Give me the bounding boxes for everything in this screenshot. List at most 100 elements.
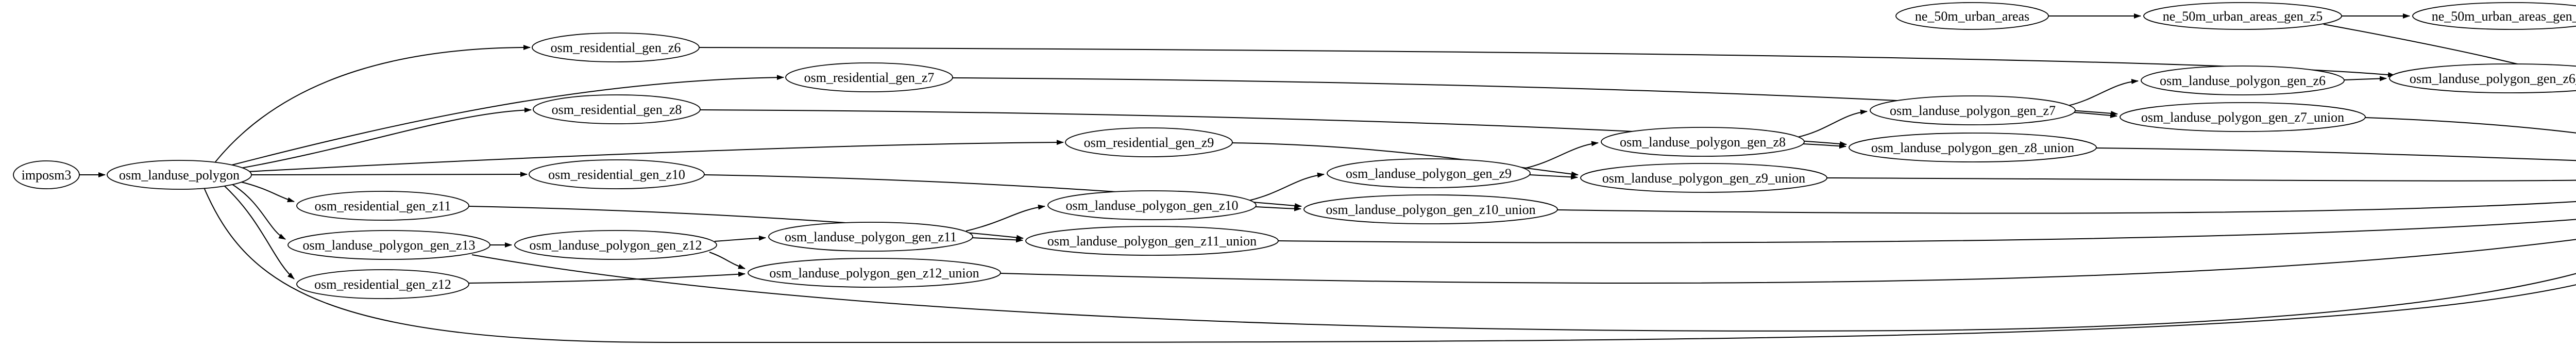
node-label-osm_residential_gen_z11: osm_residential_gen_z11 (315, 199, 451, 213)
node-label-osm_landuse_polygon_gen_z11_union: osm_landuse_polygon_gen_z11_union (1047, 234, 1257, 249)
node-ne_50m_urban_areas_gen_z5[interactable]: ne_50m_urban_areas_gen_z5 (2143, 2, 2342, 30)
node-ellipse-osm_residential_gen_z6 (532, 32, 700, 62)
node-ellipse-osm_landuse_polygon_gen_z10 (1047, 190, 1257, 220)
edge-osm_landuse_polygon_gen_z10-to-osm_landuse_polygon_gen_z9 (1248, 172, 1325, 201)
node-osm_residential_gen_z12[interactable]: osm_residential_gen_z12 (296, 269, 469, 299)
node-label-osm_landuse_polygon_gen_z10: osm_landuse_polygon_gen_z10 (1065, 198, 1238, 213)
edge-osm_landuse_polygon_gen_z9-to-osm_landuse_polygon_gen_z9_union (1529, 174, 1578, 180)
edge-osm_landuse_polygon-to-osm_residential_gen_z8 (238, 107, 532, 169)
node-imposm3[interactable]: imposm3 (13, 160, 80, 189)
node-osm_landuse_polygon_gen_z10[interactable]: osm_landuse_polygon_gen_z10 (1047, 190, 1257, 220)
node-ellipse-osm_landuse_polygon_gen_z6 (2141, 65, 2345, 95)
node-osm_landuse_polygon_gen_z6[interactable]: osm_landuse_polygon_gen_z6 (2141, 65, 2345, 95)
edge-osm_landuse_polygon_gen_z9-to-osm_landuse_polygon_gen_z8 (1523, 141, 1599, 169)
node-ellipse-ne_50m_urban_areas_gen_z5 (2143, 2, 2342, 30)
node-ellipse-ne_50m_urban_areas (1895, 2, 2049, 30)
node-osm_landuse_polygon_gen_z12[interactable]: osm_landuse_polygon_gen_z12 (514, 230, 717, 260)
edge-osm_landuse_polygon_gen_z11-to-osm_landuse_polygon_gen_z11_union (972, 237, 1023, 243)
node-ellipse-osm_landuse_polygon_gen_z12_union (748, 258, 1001, 288)
node-label-osm_landuse_polygon_gen_z11: osm_landuse_polygon_gen_z11 (785, 229, 957, 244)
node-ellipse-osm_residential_gen_z10 (529, 159, 705, 189)
node-osm_residential_gen_z6[interactable]: osm_residential_gen_z6 (532, 32, 700, 62)
node-osm_residential_gen_z10[interactable]: osm_residential_gen_z10 (529, 159, 705, 189)
node-osm_landuse_polygon_gen_z9[interactable]: osm_landuse_polygon_gen_z9 (1327, 158, 1531, 188)
nodes-layer: imposm3 osm_landuse_polygon osm_residentia… (13, 2, 2576, 299)
node-label-osm_residential_gen_z8: osm_residential_gen_z8 (552, 102, 682, 117)
edge-osm_residential_gen_z9-to-osm_landuse_polygon_gen_z9_union (1232, 142, 1579, 177)
node-label-ne_50m_urban_areas: ne_50m_urban_areas (1915, 9, 2029, 24)
node-ellipse-osm_landuse_polygon_gen_z10_union (1303, 194, 1558, 224)
edge-osm_landuse_polygon_gen_z10_union-to-layer_landuse.z10 (1557, 201, 2576, 214)
node-label-osm_landuse_polygon_gen_z6: osm_landuse_polygon_gen_z6 (2160, 73, 2326, 88)
edge-osm_landuse_polygon-to-osm_landuse_polygon_gen_z13 (231, 184, 286, 240)
edge-osm_landuse_polygon-to-osm_residential_gen_z11 (239, 181, 295, 203)
edge-osm_landuse_polygon-to-osm_residential_gen_z9 (246, 140, 1064, 172)
edge-osm_landuse_polygon-to-osm_residential_gen_z7 (229, 75, 784, 166)
node-label-osm_residential_gen_z9: osm_residential_gen_z9 (1084, 135, 1214, 150)
node-osm_residential_gen_z8[interactable]: osm_residential_gen_z8 (533, 94, 701, 124)
node-ellipse-osm_landuse_polygon_gen_z7_union (2120, 102, 2366, 132)
node-label-osm_landuse_polygon_gen_z12: osm_landuse_polygon_gen_z12 (529, 238, 702, 253)
node-ellipse-osm_landuse_polygon_gen_z9_union (1580, 163, 1827, 193)
node-label-osm_landuse_polygon_gen_z12_union: osm_landuse_polygon_gen_z12_union (769, 266, 979, 281)
node-osm_landuse_polygon[interactable]: osm_landuse_polygon (107, 160, 252, 190)
node-label-osm_landuse_polygon_gen_z10_union: osm_landuse_polygon_gen_z10_union (1326, 202, 1535, 217)
node-ellipse-osm_residential_gen_z11 (296, 191, 469, 221)
node-ne_50m_urban_areas[interactable]: ne_50m_urban_areas (1895, 2, 2049, 30)
edge-osm_landuse_polygon-to-osm_residential_gen_z10 (251, 172, 528, 177)
edge-osm_landuse_polygon_gen_z6-to-osm_landuse_polygon_gen_z6_union (2344, 76, 2387, 81)
node-label-imposm3: imposm3 (22, 168, 72, 183)
node-osm_landuse_polygon_gen_z11[interactable]: osm_landuse_polygon_gen_z11 (768, 222, 973, 252)
edge-osm_landuse_polygon-to-osm_residential_gen_z12 (224, 185, 295, 279)
edge-osm_landuse_polygon-to-layer_landuse.z14+ (204, 187, 2576, 343)
node-osm_landuse_polygon_gen_z13[interactable]: osm_landuse_polygon_gen_z13 (287, 230, 490, 260)
node-osm_landuse_polygon_gen_z8_union[interactable]: osm_landuse_polygon_gen_z8_union (1849, 133, 2097, 162)
node-label-osm_landuse_polygon_gen_z13: osm_landuse_polygon_gen_z13 (302, 238, 475, 253)
node-ellipse-osm_landuse_polygon_gen_z6_union (2389, 63, 2576, 93)
edge-osm_landuse_polygon_gen_z8-to-osm_landuse_polygon_gen_z7 (1797, 109, 1868, 138)
edge-osm_landuse_polygon_gen_z7_union-to-layer_landuse.z7 (2365, 117, 2576, 134)
node-ellipse-osm_residential_gen_z8 (533, 94, 701, 124)
node-osm_landuse_polygon_gen_z11_union[interactable]: osm_landuse_polygon_gen_z11_union (1025, 226, 1279, 256)
node-osm_landuse_polygon_gen_z9_union[interactable]: osm_landuse_polygon_gen_z9_union (1580, 163, 1827, 193)
node-osm_landuse_polygon_gen_z7[interactable]: osm_landuse_polygon_gen_z7 (1870, 95, 2076, 125)
edge-osm_landuse_polygon_gen_z13-to-layer_landuse.z13 (471, 254, 2576, 332)
node-ellipse-osm_landuse_polygon_gen_z11_union (1025, 226, 1279, 256)
node-osm_landuse_polygon_gen_z7_union[interactable]: osm_landuse_polygon_gen_z7_union (2120, 102, 2366, 132)
node-label-osm_landuse_polygon_gen_z8: osm_landuse_polygon_gen_z8 (1620, 135, 1786, 150)
node-ellipse-osm_residential_gen_z9 (1065, 127, 1233, 157)
node-osm_landuse_polygon_gen_z8[interactable]: osm_landuse_polygon_gen_z8 (1601, 127, 1805, 157)
edge-osm_landuse_polygon_gen_z12-to-osm_landuse_polygon_gen_z11 (714, 235, 766, 242)
node-label-osm_residential_gen_z7: osm_residential_gen_z7 (804, 70, 935, 85)
node-osm_landuse_polygon_gen_z10_union[interactable]: osm_landuse_polygon_gen_z10_union (1303, 194, 1558, 224)
edge-osm_residential_gen_z6-to-osm_landuse_polygon_gen_z6_union (699, 47, 2395, 77)
node-label-osm_landuse_polygon_gen_z9: osm_landuse_polygon_gen_z9 (1346, 166, 1512, 181)
node-ellipse-osm_landuse_polygon_gen_z8 (1601, 127, 1805, 157)
node-ellipse-osm_landuse_polygon_gen_z8_union (1849, 133, 2097, 162)
edge-osm_landuse_polygon_gen_z11-to-osm_landuse_polygon_gen_z10 (965, 204, 1045, 232)
node-ellipse-ne_50m_urban_areas_gen_z4 (2412, 2, 2576, 30)
node-osm_landuse_polygon_gen_z12_union[interactable]: osm_landuse_polygon_gen_z12_union (748, 258, 1001, 288)
edge-osm_landuse_polygon_gen_z7-to-osm_landuse_polygon_gen_z6 (2067, 79, 2139, 106)
node-osm_residential_gen_z7[interactable]: osm_residential_gen_z7 (785, 62, 953, 92)
edge-osm_residential_gen_z12-to-osm_landuse_polygon_gen_z12_union (468, 271, 745, 284)
node-osm_landuse_polygon_gen_z6_union[interactable]: osm_landuse_polygon_gen_z6_union (2389, 63, 2576, 93)
edge-osm_landuse_polygon_gen_z12-to-osm_landuse_polygon_gen_z12_union (709, 252, 745, 269)
node-ne_50m_urban_areas_gen_z4[interactable]: ne_50m_urban_areas_gen_z4 (2412, 2, 2576, 30)
node-osm_residential_gen_z11[interactable]: osm_residential_gen_z11 (296, 191, 469, 221)
edge-osm_landuse_polygon-to-osm_residential_gen_z6 (215, 45, 531, 162)
node-label-osm_landuse_polygon_gen_z6_union: osm_landuse_polygon_gen_z6_union (2410, 71, 2576, 86)
node-ellipse-imposm3 (13, 160, 80, 189)
node-ellipse-osm_landuse_polygon_gen_z12 (514, 230, 717, 260)
node-label-ne_50m_urban_areas_gen_z4: ne_50m_urban_areas_gen_z4 (2432, 9, 2576, 24)
node-ellipse-osm_residential_gen_z7 (785, 62, 953, 92)
node-ellipse-osm_landuse_polygon (107, 160, 252, 190)
node-osm_residential_gen_z9[interactable]: osm_residential_gen_z9 (1065, 127, 1233, 157)
edges-layer (79, 13, 2576, 343)
node-label-osm_landuse_polygon_gen_z9_union: osm_landuse_polygon_gen_z9_union (1602, 171, 1805, 186)
node-ellipse-osm_landuse_polygon_gen_z11 (768, 222, 973, 252)
edge-osm_landuse_polygon_gen_z11_union-to-layer_landuse.z11 (1278, 219, 2576, 243)
node-label-osm_residential_gen_z10: osm_residential_gen_z10 (548, 167, 685, 182)
node-label-osm_landuse_polygon: osm_landuse_polygon (119, 168, 240, 183)
